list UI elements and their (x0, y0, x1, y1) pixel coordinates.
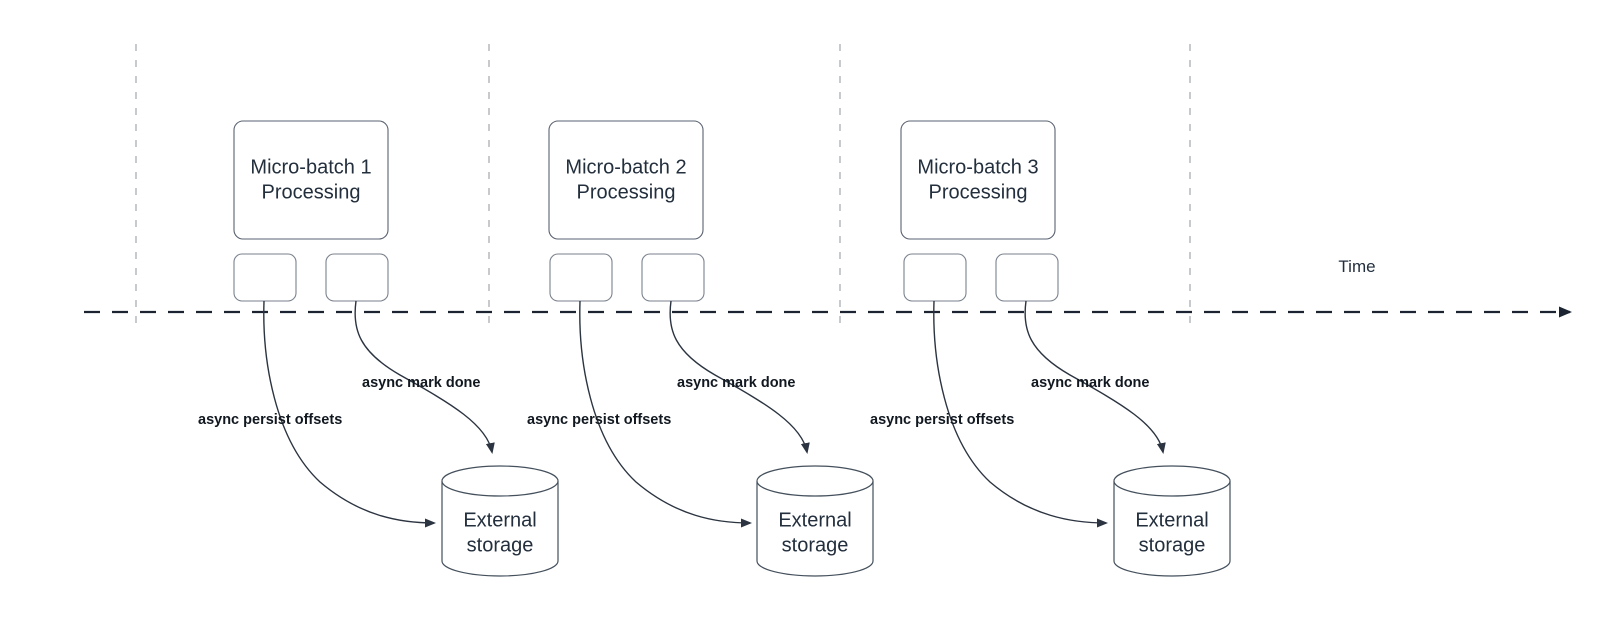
edge-async-mark-done-label: async mark done (677, 375, 795, 391)
micro-batch-label-line1: Micro-batch 2 (565, 156, 686, 178)
task-box-persist[interactable] (549, 253, 613, 302)
micro-batch-label-line2: Processing (262, 181, 361, 203)
edge-async-mark-done (1024, 300, 1166, 454)
storage-label-line2: storage (782, 534, 849, 556)
micro-batch-box[interactable] (233, 120, 389, 240)
storage-label-line1: External (463, 509, 536, 531)
micro-batch-label-line1: Micro-batch 3 (917, 156, 1038, 178)
task-box-markdone[interactable] (641, 253, 705, 302)
micro-batch-label-line1: Micro-batch 1 (250, 156, 371, 178)
timeline-axis: Time (84, 257, 1572, 318)
edge-async-persist-offsets-label: async persist offsets (527, 412, 671, 428)
storage-cylinder-top[interactable] (1113, 465, 1231, 497)
storage-label-line2: storage (467, 534, 534, 556)
storage-label-line1: External (1135, 509, 1208, 531)
edge-async-persist-offsets (933, 300, 1108, 528)
storage-cylinder-body[interactable] (441, 481, 559, 577)
edge-async-persist-offsets (579, 300, 752, 528)
task-box-markdone[interactable] (995, 253, 1059, 302)
storage-cylinder-top[interactable] (441, 465, 559, 497)
micro-batch-label-line2: Processing (929, 181, 1028, 203)
edge-async-mark-done-label: async mark done (1031, 375, 1149, 391)
edge-async-persist-offsets-label: async persist offsets (870, 412, 1014, 428)
edge-async-mark-done (669, 300, 810, 454)
task-box-persist[interactable] (903, 253, 967, 302)
edge-async-persist-offsets (263, 300, 436, 528)
micro-batch-label-line2: Processing (577, 181, 676, 203)
storage-label-line2: storage (1139, 534, 1206, 556)
edge-async-mark-done (354, 300, 495, 454)
micro-batch-box[interactable] (548, 120, 704, 240)
storage-cylinder-body[interactable] (756, 481, 874, 577)
micro-batch-box[interactable] (900, 120, 1056, 240)
storage-cylinder-top[interactable] (756, 465, 874, 497)
storage-label-line1: External (778, 509, 851, 531)
storage-cylinder-body[interactable] (1113, 481, 1231, 577)
time-axis-label: Time (1338, 257, 1375, 276)
task-box-markdone[interactable] (325, 253, 389, 302)
task-box-persist[interactable] (233, 253, 297, 302)
edge-async-mark-done-label: async mark done (362, 375, 480, 391)
edge-async-persist-offsets-label: async persist offsets (198, 412, 342, 428)
